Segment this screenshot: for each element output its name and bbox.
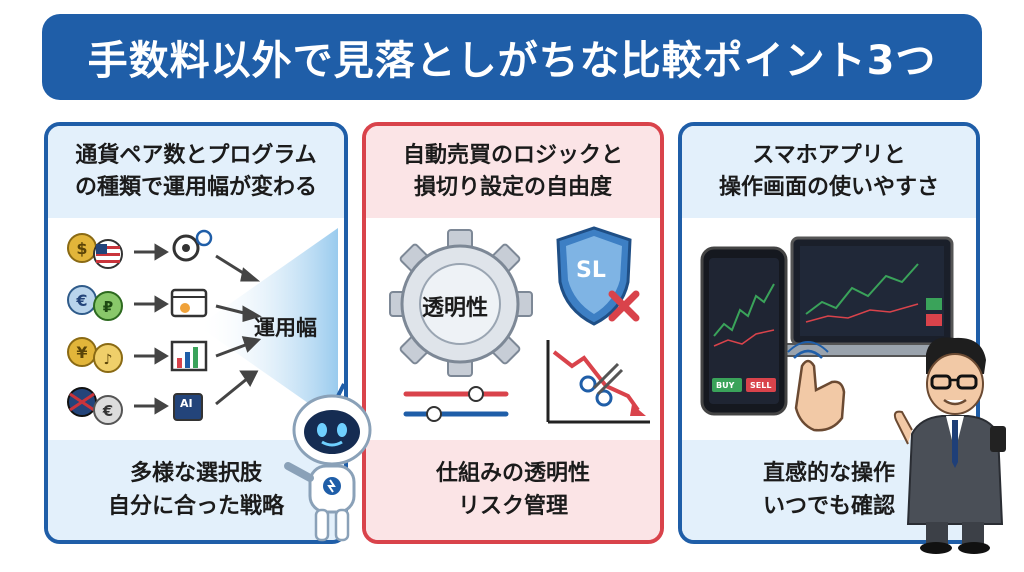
card-footer-line-1: 仕組みの透明性 bbox=[435, 461, 590, 486]
svg-text:♪: ♪ bbox=[104, 352, 113, 368]
coin-icon bbox=[93, 343, 123, 373]
robot-mascot-icon bbox=[284, 383, 372, 542]
card-heading: スマホアプリと 操作画面の使いやすさ bbox=[682, 126, 976, 218]
transparent-gear-icon bbox=[389, 229, 533, 377]
card-heading: 通貨ペア数とプログラム の種類で運用幅が変わる bbox=[48, 126, 344, 218]
card-auto-trading-logic: 自動売買のロジックと 損切り設定の自由度 bbox=[362, 122, 664, 544]
transparency-label: 透明性 bbox=[422, 296, 489, 321]
stop-loss-chart-icon bbox=[546, 340, 650, 424]
currency-flow-diagram: $ € ₽ ¥ ♪ € bbox=[67, 228, 338, 425]
browser-window-icon bbox=[170, 288, 208, 318]
card-currency-pairs: 通貨ペア数とプログラム の種類で運用幅が変わる $ € ₽ bbox=[44, 122, 348, 544]
card-smartphone-app: スマホアプリと 操作画面の使いやすさ bbox=[678, 122, 980, 544]
arrow-icons bbox=[134, 243, 169, 415]
card-heading: 自動売買のロジックと 損切り設定の自由度 bbox=[366, 126, 660, 218]
slider-controls-icon bbox=[403, 386, 509, 422]
card-footer-line-2: リスク管理 bbox=[457, 494, 568, 519]
tap-hand-icon bbox=[787, 341, 846, 432]
funnel-shape bbox=[198, 228, 338, 424]
card-footer-line-2: 自分に合った戦略 bbox=[107, 494, 284, 519]
logic-diagram bbox=[389, 226, 650, 424]
card-heading-line-1: 自動売買のロジックと bbox=[402, 143, 623, 169]
card-heading-line-2: の種類で運用幅が変わる bbox=[74, 175, 317, 200]
sell-button-label: SELL bbox=[750, 381, 772, 390]
gear-program-icon bbox=[172, 229, 213, 262]
card-footer-line-1: 直感的な操作 bbox=[762, 461, 895, 486]
svg-text:$: $ bbox=[76, 239, 87, 258]
ai-chip-label: AI bbox=[180, 397, 193, 410]
app-illustration: BUY SELL bbox=[682, 218, 976, 440]
svg-text:€: € bbox=[102, 402, 113, 420]
ai-chip-icon bbox=[173, 393, 203, 421]
card-heading-line-1: スマホアプリと bbox=[752, 143, 906, 169]
card-footer: 仕組みの透明性 リスク管理 bbox=[366, 440, 660, 540]
bar-chart-icon bbox=[170, 340, 208, 372]
card-heading-line-2: 操作画面の使いやすさ bbox=[718, 175, 939, 200]
shield-label: SL bbox=[576, 258, 606, 283]
svg-text:¥: ¥ bbox=[76, 343, 87, 362]
stop-loss-shield-icon bbox=[556, 226, 640, 326]
buy-button-label: BUY bbox=[716, 381, 735, 390]
scissors-icon bbox=[579, 375, 597, 393]
businessman-character-icon bbox=[893, 337, 1006, 554]
ruble-coin-icon bbox=[93, 291, 123, 321]
smartphone-icon bbox=[700, 246, 788, 416]
card-footer-line-2: いつでも確認 bbox=[762, 494, 895, 519]
logic-illustration: 透明性 SL bbox=[366, 218, 660, 440]
svg-text:€: € bbox=[75, 291, 87, 310]
card-footer: 多様な選択肢 自分に合った戦略 bbox=[48, 440, 344, 540]
card-footer-line-1: 多様な選択肢 bbox=[129, 461, 262, 486]
page-title: 手数料以外で見落としがちな比較ポイント3つ bbox=[42, 14, 982, 100]
card-heading-line-1: 通貨ペア数とプログラム bbox=[75, 143, 317, 169]
operation-range-label: 運用幅 bbox=[254, 316, 317, 340]
devices-illustration bbox=[700, 236, 976, 432]
currency-illustration: $ € ₽ ¥ ♪ € bbox=[48, 218, 344, 440]
card-heading-line-2: 損切り設定の自由度 bbox=[413, 175, 612, 200]
euro-silver-coin-icon bbox=[93, 395, 123, 425]
svg-text:₽: ₽ bbox=[103, 298, 113, 316]
